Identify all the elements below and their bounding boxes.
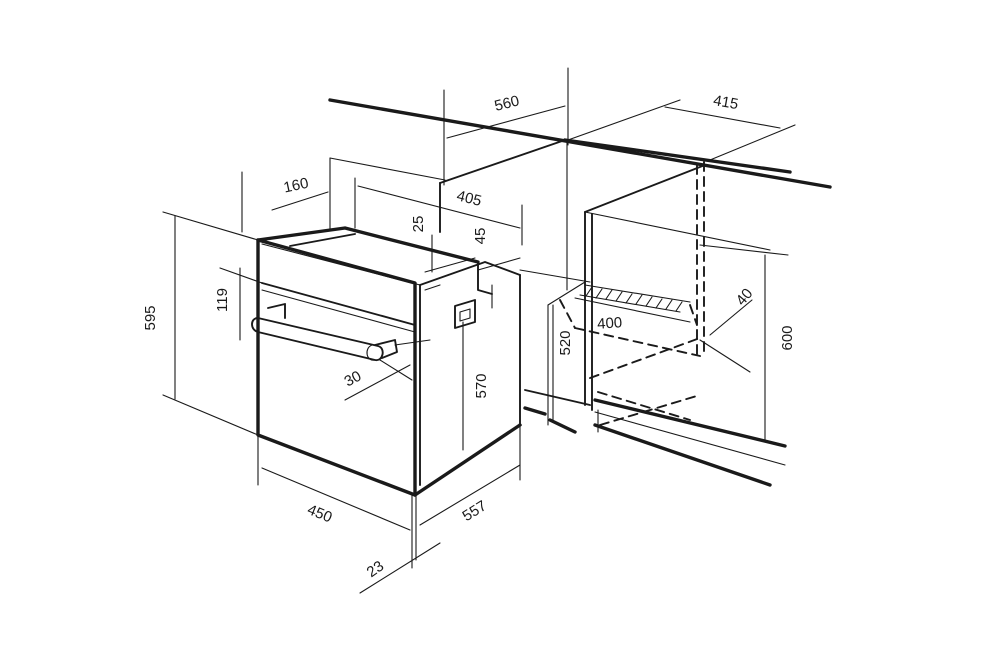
dim-400 (574, 297, 691, 323)
ext-415-right (709, 124, 796, 161)
label-450: 450 (305, 501, 335, 526)
cabinet-niche (328, 98, 832, 487)
oven-side-notch (477, 261, 493, 295)
ext-600-top (699, 244, 789, 256)
label-160: 160 (282, 175, 310, 197)
floor-left-tick (523, 406, 547, 416)
label-600: 600 (779, 325, 796, 350)
oven (251, 226, 522, 497)
label-119: 119 (214, 288, 231, 312)
dimension-lines (162, 67, 796, 594)
niche-left-wall (329, 157, 446, 181)
dim-23 (359, 542, 441, 594)
ext-25 (424, 257, 476, 273)
label-30: 30 (342, 368, 365, 391)
handle-end-cap (366, 344, 376, 361)
oven-top-back (256, 226, 480, 264)
ext-119-top (219, 267, 263, 284)
plinth-slope (547, 281, 586, 306)
handle-right-post (374, 339, 398, 359)
dim-40 (709, 299, 753, 336)
hidden-floor-diagonal (589, 337, 701, 379)
dim-450 (261, 467, 411, 531)
dim-160 (271, 191, 329, 211)
vent-hatching (579, 284, 691, 313)
control-panel-line (261, 282, 416, 326)
label-25: 25 (410, 216, 427, 233)
hidden-vent-right (689, 304, 698, 326)
niche-left-wall-top (439, 139, 566, 184)
dim-405 (357, 185, 521, 229)
niche-back-floor (519, 269, 591, 283)
hidden-floor-left (597, 391, 691, 421)
label-400: 400 (597, 314, 623, 333)
oven-top-inner (289, 233, 356, 247)
side-bracket-slot (459, 308, 471, 322)
label-595: 595 (142, 305, 159, 330)
label-405: 405 (455, 187, 483, 210)
label-560: 560 (493, 92, 521, 115)
control-panel-line-2 (261, 289, 416, 333)
dim-415 (664, 106, 781, 129)
plinth-bottom (593, 423, 772, 487)
handle-bar (251, 317, 384, 362)
oven-side-top (419, 261, 521, 286)
ext-30-b (394, 339, 431, 346)
hidden-plinth-diagonal (599, 394, 701, 426)
niche-floor-back (594, 411, 786, 466)
plinth-left (524, 389, 591, 406)
label-570: 570 (473, 373, 490, 398)
dim-560 (446, 105, 566, 139)
label-23: 23 (364, 558, 387, 581)
label-557: 557 (459, 497, 489, 525)
floor-left-tick-2 (548, 418, 577, 434)
side-bracket (454, 299, 476, 329)
niche-right-panel-top (584, 164, 706, 213)
oven-side-bottom (413, 423, 522, 497)
label-45: 45 (472, 228, 489, 245)
niche-inner-shelf (699, 339, 751, 373)
ext-30-a (379, 359, 413, 381)
label-520: 520 (557, 330, 574, 355)
dim-30 (344, 364, 411, 401)
label-40: 40 (733, 285, 757, 309)
oven-top-line (261, 243, 421, 286)
ext-595-bottom (162, 394, 259, 436)
niche-right-panel-edge (584, 211, 771, 251)
cabinet-top-back-edge (563, 138, 792, 174)
hidden-vent-left (559, 299, 576, 329)
ext-415-left (567, 99, 681, 141)
niche-floor-front (593, 398, 787, 448)
ext-595-top (162, 211, 259, 241)
handle-left-post (267, 303, 286, 319)
ext-45 (477, 257, 521, 271)
dim-557 (419, 464, 521, 526)
ext-45-b (424, 284, 441, 291)
label-415: 415 (712, 92, 740, 113)
hidden-floor-front (574, 327, 701, 357)
